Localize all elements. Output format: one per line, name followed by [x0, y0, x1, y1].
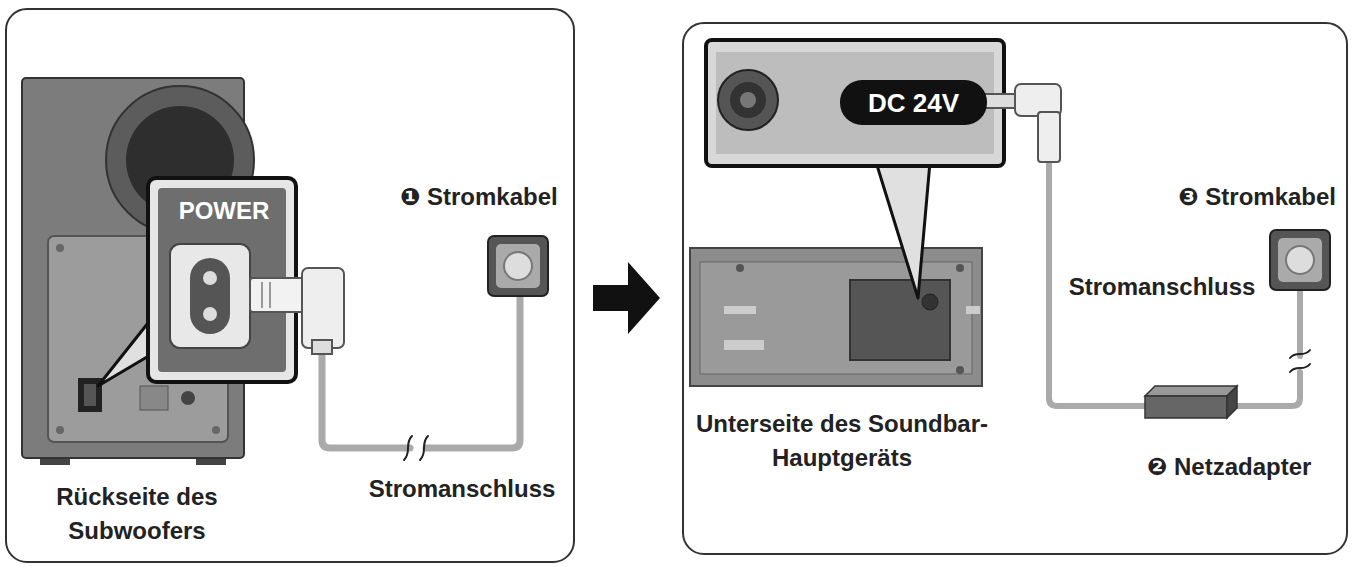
caption-label: ❸ Stromkabel: [1178, 180, 1336, 214]
callout-panel: [716, 52, 994, 154]
caption-label: ❷ Netzadapter: [1147, 450, 1311, 484]
caption-label: POWER: [154, 194, 294, 228]
caption-label: Stromanschluss: [332, 472, 592, 506]
power-socket: [170, 244, 250, 348]
step-arrow: [593, 262, 660, 334]
callout-box: POWER: [150, 180, 298, 384]
wall-socket: [1270, 230, 1330, 290]
callout-pointer: [876, 162, 930, 298]
step-panel: ❸ StromkabelStromanschlussUnterseite des…: [682, 22, 1348, 555]
wall-socket: [488, 236, 548, 296]
subwoofer: [22, 78, 254, 465]
caption-label: Rückseite des Subwoofers: [17, 480, 257, 548]
callout-pointer: [98, 318, 152, 386]
dc-plug: [985, 84, 1061, 162]
callout-frame: [706, 40, 1004, 166]
caption-label: Stromanschluss: [1047, 270, 1277, 304]
power-plug: [250, 268, 344, 354]
caption-label: ❶ Stromkabel: [400, 180, 558, 214]
caption-label: Unterseite des Soundbar-Hauptgeräts: [692, 407, 992, 475]
soundbar-underside: [690, 248, 982, 386]
step-panel: ❶ StromkabelStromanschlussRückseite des …: [5, 8, 575, 563]
power-adapter: [1145, 386, 1237, 418]
port-name: DC 24V: [868, 86, 959, 120]
power-cable: [322, 296, 520, 460]
port-label: DC 24V: [840, 80, 987, 125]
dc-port: [718, 70, 778, 130]
